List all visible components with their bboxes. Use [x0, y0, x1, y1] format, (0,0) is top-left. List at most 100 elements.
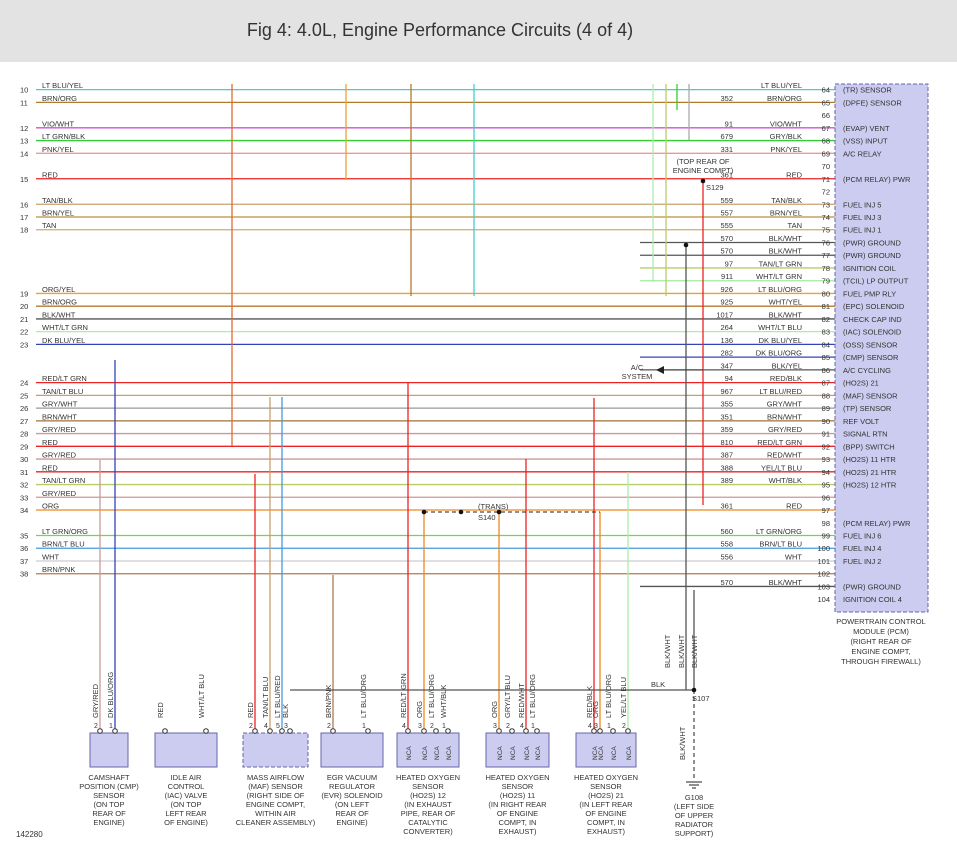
wire-right-label: RED	[786, 502, 802, 511]
pcm-pin-number: 84	[822, 340, 830, 349]
wire-row-number: 11	[20, 98, 28, 107]
wire-row-number: 29	[20, 442, 28, 451]
wire-circuit-number: 352	[720, 94, 733, 103]
component-name-line: CATALYTIC	[408, 818, 448, 827]
wire-circuit-number: 557	[720, 209, 733, 218]
pcm-pin-number: 76	[822, 238, 830, 247]
wire-left-label: TAN/LT BLU	[42, 387, 83, 396]
wire-right-label: WHT/YEL	[769, 298, 802, 307]
wire-layer	[36, 88, 835, 588]
component-name-line: MASS AIRFLOW	[247, 773, 305, 782]
wire-row-number: 10	[20, 86, 28, 95]
component-pin-wire: WHT/LT BLU	[197, 674, 206, 718]
wire-left-label: RED	[42, 463, 58, 472]
wire-right-label: TAN/LT GRN	[759, 259, 802, 268]
pcm-pin-function: (PCM RELAY) PWR	[843, 175, 911, 184]
wire-right-label: BLK/WHT	[769, 234, 803, 243]
wire-row-number: 15	[20, 175, 28, 184]
wire-circuit-number: 911	[721, 272, 733, 281]
component-name-line: (HO2S) 11	[500, 791, 535, 800]
component-name-line: WITHIN AIR	[255, 809, 296, 818]
wire-right-label: BLK/WHT	[769, 247, 803, 256]
wire-right-label: DK BLU/YEL	[759, 336, 802, 345]
figure-id: 142280	[16, 830, 43, 839]
pcm-pin-function: IGNITION COIL	[843, 264, 896, 273]
component-name-line: (EVR) SOLENOID	[321, 791, 383, 800]
component-pin-number: 4	[264, 723, 268, 730]
pcm-pin-function: IGNITION COIL 4	[843, 595, 902, 604]
component-pin	[610, 728, 616, 734]
pcm-pin-function: (DPFE) SENSOR	[843, 98, 902, 107]
pcm-pin-function: (VSS) INPUT	[843, 137, 888, 146]
wire-left-label: TAN	[42, 221, 56, 230]
component-pin	[421, 728, 427, 734]
component-name-line: CONTROL	[168, 782, 205, 791]
wire-left-label: RED/LT GRN	[42, 374, 87, 383]
pcm-pin-number: 92	[822, 442, 830, 451]
pcm-pin-function: A/C CYCLING	[843, 366, 891, 375]
s140-label: S140	[478, 513, 496, 522]
component-box	[320, 732, 384, 768]
wire-right-label: GRY/RED	[768, 425, 803, 434]
component-pin	[267, 728, 273, 734]
component-pin-wire: RED	[156, 702, 165, 718]
pcm-pin-number: 80	[822, 289, 830, 298]
pcm-pin-function: (TP) SENSOR	[843, 404, 892, 413]
component-name-line: REAR OF	[335, 809, 369, 818]
component-name-line: REGULATOR	[329, 782, 376, 791]
s129-note: (TOP REAR OF	[676, 157, 729, 166]
pcm-pin-function: (IAC) SOLENOID	[843, 328, 902, 337]
wire-circuit-number: 264	[720, 323, 733, 332]
wire-left-label: RED	[42, 438, 58, 447]
wire-row-number: 32	[20, 481, 28, 490]
pcm-pin-number: 89	[822, 404, 830, 413]
wire-circuit-number: 389	[720, 476, 733, 485]
drop-wire-layer	[99, 84, 706, 780]
component-pin-wire: LT BLU/ORG	[604, 674, 613, 718]
pcm-pin-number: 67	[822, 124, 830, 133]
wire-row-number: 19	[20, 289, 28, 298]
pcm-pin-function: (PCM RELAY) PWR	[843, 519, 911, 528]
wire-right-label: RED	[786, 170, 802, 179]
wire-right-label: WHT	[785, 552, 802, 561]
ground-name-line: OF UPPER	[675, 811, 714, 820]
wire-row-number: 26	[20, 404, 28, 413]
component-box	[242, 732, 309, 768]
pcm-text-layer: (TR) SENSOR(DPFE) SENSOR(EVAP) VENT(VSS)…	[836, 86, 925, 666]
wire-circuit-number: 359	[720, 425, 733, 434]
component-name-line: HEATED OXYGEN	[574, 773, 638, 782]
pcm-pin-function: (PWR) GROUND	[843, 251, 901, 260]
pcm-pin-function: (CMP) SENSOR	[843, 353, 899, 362]
component-name-line: (ON TOP	[94, 800, 125, 809]
component-pin	[534, 728, 540, 734]
wire-circuit-number: 560	[720, 527, 733, 536]
wire-right-label: LT BLU/RED	[759, 387, 802, 396]
component-name-line: SENSOR	[502, 782, 534, 791]
pcm-pin-function: FUEL INJ 5	[843, 200, 881, 209]
wire-right-label: RED/WHT	[767, 451, 802, 460]
wire-row-number: 22	[20, 328, 28, 337]
ground-name-line: (LEFT SIDE	[674, 802, 714, 811]
ac-system-label: SYSTEM	[622, 372, 653, 381]
wire-circuit-number: 388	[720, 463, 733, 472]
pcm-pin-function: (EVAP) VENT	[843, 124, 890, 133]
component-name-line: EXHAUST)	[499, 827, 537, 836]
wire-row-number: 36	[20, 544, 28, 553]
ac-arrow-head	[656, 366, 664, 374]
wire-row-number: 20	[20, 302, 28, 311]
component-name-line: (IN EXHAUST	[404, 800, 452, 809]
component-box	[154, 732, 218, 768]
wire-right-label: DK BLU/ORG	[756, 349, 802, 358]
component-pin-number: 2	[94, 723, 98, 730]
pcm-name-line: (RIGHT REAR OF	[850, 637, 912, 646]
wire-left-label: TAN/LT GRN	[42, 476, 85, 485]
wire-right-label: BRN/WHT	[767, 412, 802, 421]
component-pin	[597, 728, 603, 734]
component-name-line: LEFT REAR	[165, 809, 207, 818]
pcm-pin-number: 77	[822, 251, 830, 260]
pcm-pin-number: 74	[822, 213, 830, 222]
nca-label: NCA	[524, 746, 531, 760]
component-name-line: (HO2S) 21	[588, 791, 624, 800]
wire-left-label: BRN/LT BLU	[42, 540, 85, 549]
